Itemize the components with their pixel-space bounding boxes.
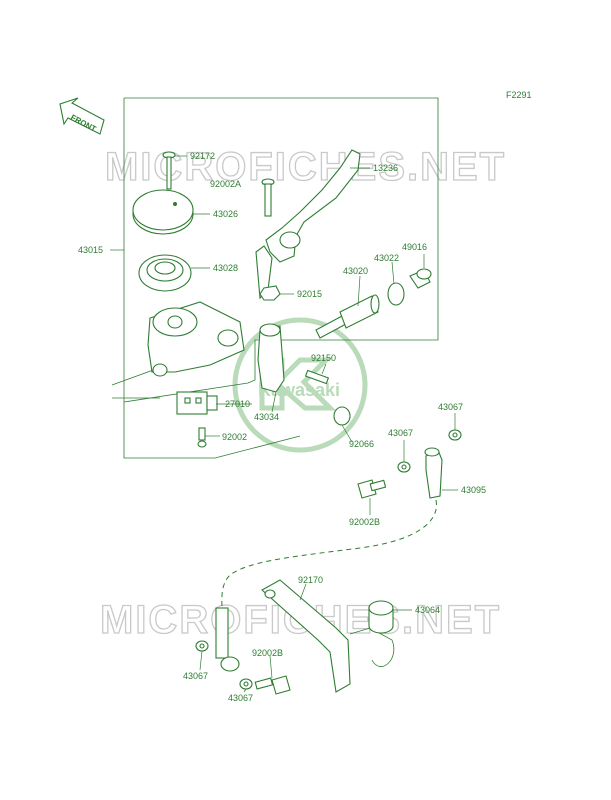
label-43026: 43026 <box>213 209 238 219</box>
bracket-hook <box>349 627 395 667</box>
front-arrow-icon: FRONT <box>59 97 105 135</box>
bracket-plate-92170 <box>261 579 351 693</box>
brake-lever-13236 <box>255 149 361 300</box>
bolt-92002A <box>261 178 275 217</box>
bolt-92002B-upper <box>357 479 387 499</box>
label-92002B-upper: 92002B <box>349 517 380 527</box>
leader-lines <box>110 155 458 693</box>
washer-43067-b <box>397 461 411 473</box>
hose-fitting-lower <box>215 607 240 672</box>
label-92066: 92066 <box>349 439 374 449</box>
washer-43067-a <box>448 429 462 441</box>
label-43022: 43022 <box>374 253 399 263</box>
spacer-43064 <box>368 600 394 634</box>
brake-hose <box>221 499 437 611</box>
label-13236: 13236 <box>373 163 398 173</box>
piston-43020 <box>315 294 380 339</box>
assembly-outline <box>123 97 439 459</box>
label-92170: 92170 <box>298 575 323 585</box>
diaphragm-43028 <box>138 254 192 292</box>
label-27010: 27010 <box>225 399 250 409</box>
label-49016: 49016 <box>402 242 427 252</box>
label-43020: 43020 <box>343 266 368 276</box>
reservoir-cap-43026 <box>132 189 194 235</box>
label-43095: 43095 <box>461 485 486 495</box>
label-92172: 92172 <box>190 151 215 161</box>
label-92002: 92002 <box>222 432 247 442</box>
bracket-43034 <box>257 323 285 393</box>
label-92150: 92150 <box>311 353 336 363</box>
label-43064: 43064 <box>415 605 440 615</box>
bolt-92150 <box>304 369 330 385</box>
hose-fitting-43095 <box>424 447 443 499</box>
label-92002A: 92002A <box>210 179 241 189</box>
label-43034: 43034 <box>254 412 279 422</box>
circlip-43022 <box>387 282 405 306</box>
label-92002B-lower: 92002B <box>252 648 283 658</box>
switch-27010 <box>176 391 218 415</box>
label-43067-d: 43067 <box>228 693 253 703</box>
figure-code: F2291 <box>506 90 532 100</box>
bolt-92002B-lower <box>254 675 291 695</box>
label-43067-b: 43067 <box>388 428 413 438</box>
master-cylinder-body <box>147 301 245 377</box>
screw-92002 <box>197 427 207 448</box>
label-43015: 43015 <box>78 245 103 255</box>
washer-43067-c <box>195 640 209 652</box>
watermark-top: MICROFICHES.NET <box>105 145 506 189</box>
boot-49016 <box>409 268 432 289</box>
nut-92015 <box>259 285 281 301</box>
label-43067-a: 43067 <box>438 402 463 412</box>
screw-92172 <box>162 151 176 190</box>
washer-43067-d <box>239 678 253 690</box>
label-43067-c: 43067 <box>183 671 208 681</box>
label-92015: 92015 <box>297 289 322 299</box>
cap-92066 <box>333 406 351 426</box>
label-43028: 43028 <box>213 263 238 273</box>
